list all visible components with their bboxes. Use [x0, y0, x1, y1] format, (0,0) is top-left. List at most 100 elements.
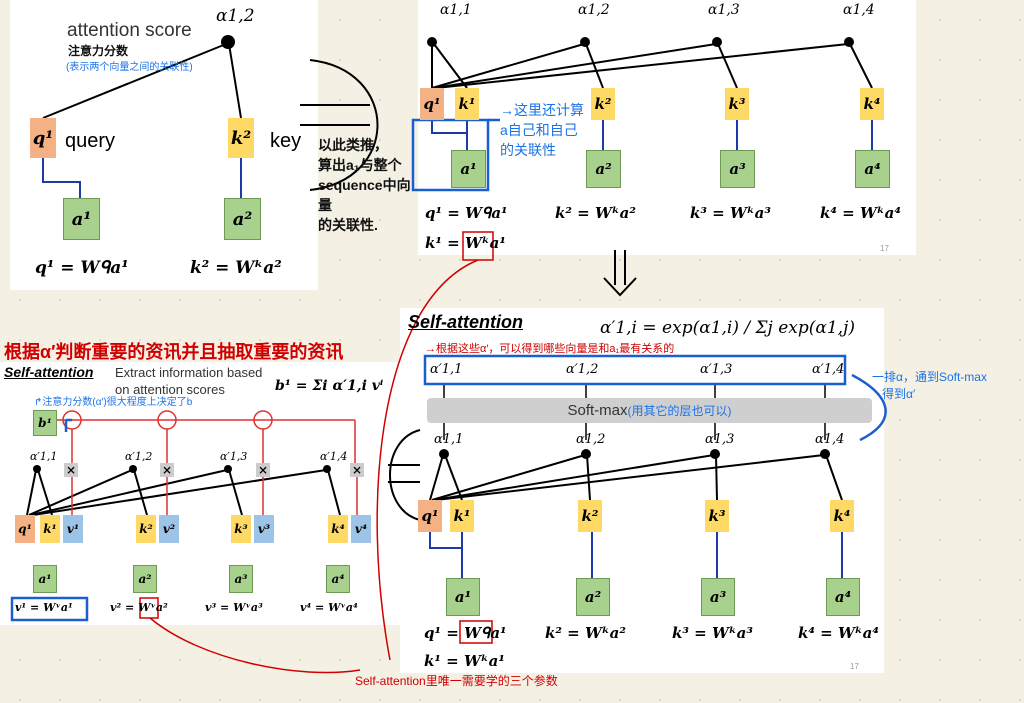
key-box: k³ [705, 500, 729, 532]
equation-k1: k¹ = Wᵏa¹ [424, 652, 505, 670]
b1-formula: b¹ = Σi α′1,i vⁱ [275, 378, 384, 394]
multiply-icon: × [256, 463, 270, 477]
alpha-label: α1,2 [576, 432, 606, 447]
softmax-label: Soft-max [567, 402, 628, 419]
side-note-line: 的关联性. [318, 217, 378, 233]
note-line: 一排α，通到Soft-max [872, 370, 987, 384]
alpha-label: α1,3 [708, 2, 740, 18]
key-box: k² [228, 118, 254, 158]
equation: k⁴ = Wᵏa⁴ [798, 624, 879, 642]
multiply-icon: × [160, 463, 174, 477]
handwritten-note-attention-score: 注意力分数 [68, 44, 129, 58]
subtitle-line: Extract information based [115, 365, 263, 380]
input-box: a² [133, 565, 157, 593]
page-number: 17 [880, 244, 889, 253]
input-a1: a¹ [63, 198, 100, 240]
subtitle-line: on attention scores [115, 382, 225, 397]
note-line: a自己和自己 [500, 122, 578, 138]
equation: q¹ = Wᑫa¹ [425, 204, 508, 222]
value-box: v¹ [63, 515, 83, 543]
handwritten-note-relevance: (表示两个向量之间的关联性) [66, 62, 193, 73]
alpha-prime-label: α′1,2 [566, 362, 599, 377]
output-b1: b¹ [33, 410, 57, 436]
alpha-label: α1,3 [705, 432, 735, 447]
input-box: a³ [701, 578, 735, 616]
alpha-prime-label: α′1,4 [812, 362, 845, 377]
equation-k1: k¹ = Wᵏa¹ [425, 234, 506, 252]
alpha-prime-label: α′1,2 [125, 450, 153, 463]
multiply-icon: × [64, 463, 78, 477]
side-note-line: 以此类推， [318, 137, 388, 153]
alpha-prime-label: α′1,3 [220, 450, 248, 463]
alpha-prime-label: α′1,1 [30, 450, 58, 463]
equation: q¹ = Wᑫa¹ [424, 624, 507, 642]
input-box: a³ [720, 150, 755, 188]
alpha-label: α1,2 [216, 6, 255, 26]
alpha-label: α1,1 [440, 2, 472, 18]
value-box: v³ [254, 515, 274, 543]
equation: k² = Wᵏa² [545, 624, 626, 642]
input-box: a³ [229, 565, 253, 593]
red-note-top: →根据这些α′，可以得到哪些向量是和a₁最有关系的 [425, 343, 675, 355]
input-box: a⁴ [855, 150, 890, 188]
page-number: 17 [850, 662, 859, 671]
side-note: 以此类推， 算出a₁与整个 sequence中向量 的关联性. [318, 135, 418, 235]
equation: k² = Wᵏa² [555, 204, 636, 222]
key-box: k² [578, 500, 602, 532]
attention-score-label: attention score [67, 20, 192, 41]
equation: v³ = Wᵛa³ [205, 601, 263, 614]
key-box: k⁴ [830, 500, 854, 532]
equation: k³ = Wᵏa³ [672, 624, 753, 642]
key-box: k³ [725, 88, 749, 120]
equation-k2: k² = Wᵏa² [190, 258, 282, 278]
input-box: a¹ [451, 150, 486, 188]
input-box: a⁴ [326, 565, 350, 593]
alpha-label: α1,4 [815, 432, 845, 447]
query-box: q¹ [15, 515, 35, 543]
self-attention-title: Self-attention [4, 364, 94, 380]
side-note-line: 算出a₁与整个 [318, 157, 402, 173]
equation: v⁴ = Wᵛa⁴ [300, 601, 358, 614]
key-label: key [270, 130, 302, 152]
input-box: a¹ [33, 565, 57, 593]
blue-note-right: 一排α，通到Soft-max 得到α′ [872, 368, 987, 402]
input-box: a² [586, 150, 621, 188]
alpha-label: α1,4 [843, 2, 875, 18]
side-note-line: sequence中向量 [318, 177, 411, 213]
softmax-bar: Soft-max(用其它的层也可以) [427, 398, 872, 423]
query-box: q¹ [418, 500, 442, 532]
key-box: k⁴ [860, 88, 884, 120]
panel-attention-score [10, 0, 318, 290]
multiply-icon: × [350, 463, 364, 477]
equation-q1: q¹ = Wᑫa¹ [35, 258, 129, 278]
key-box: k² [591, 88, 615, 120]
red-header-note: 根据α′判断重要的资讯并且抽取重要的资讯 [4, 342, 344, 362]
key-box: k¹ [455, 88, 479, 120]
input-box: a¹ [446, 578, 480, 616]
alpha-prime-label: α′1,1 [430, 362, 463, 377]
key-box: k¹ [40, 515, 60, 543]
query-box: q¹ [420, 88, 444, 120]
equation: v¹ = Wᵛa¹ [15, 601, 73, 614]
value-box: v⁴ [351, 515, 371, 543]
key-box: k² [136, 515, 156, 543]
key-box: k¹ [450, 500, 474, 532]
alpha-prime-label: α′1,4 [320, 450, 348, 463]
input-a2: a² [224, 198, 261, 240]
note-line: 的关联性 [500, 142, 556, 158]
equation: k⁴ = Wᵏa⁴ [820, 204, 901, 222]
alpha-label: α1,1 [434, 432, 464, 447]
key-box: k⁴ [328, 515, 348, 543]
panel-relevance [418, 0, 916, 255]
softmax-formula: α′1,i = exp(α1,i) / Σj exp(α1,j) [600, 318, 855, 338]
alpha-prime-label: α′1,3 [700, 362, 733, 377]
equation: v² = Wᵛa² [110, 601, 168, 614]
note-line: →这里还计算 [500, 102, 584, 118]
equation: k³ = Wᵏa³ [690, 204, 771, 222]
key-box: k³ [231, 515, 251, 543]
query-box: q¹ [30, 118, 56, 158]
alpha-label: α1,2 [578, 2, 610, 18]
bottom-red-note: Self-attention里唯一需要学的三个参数 [355, 674, 558, 688]
note-line: 得到α′ [882, 387, 916, 401]
